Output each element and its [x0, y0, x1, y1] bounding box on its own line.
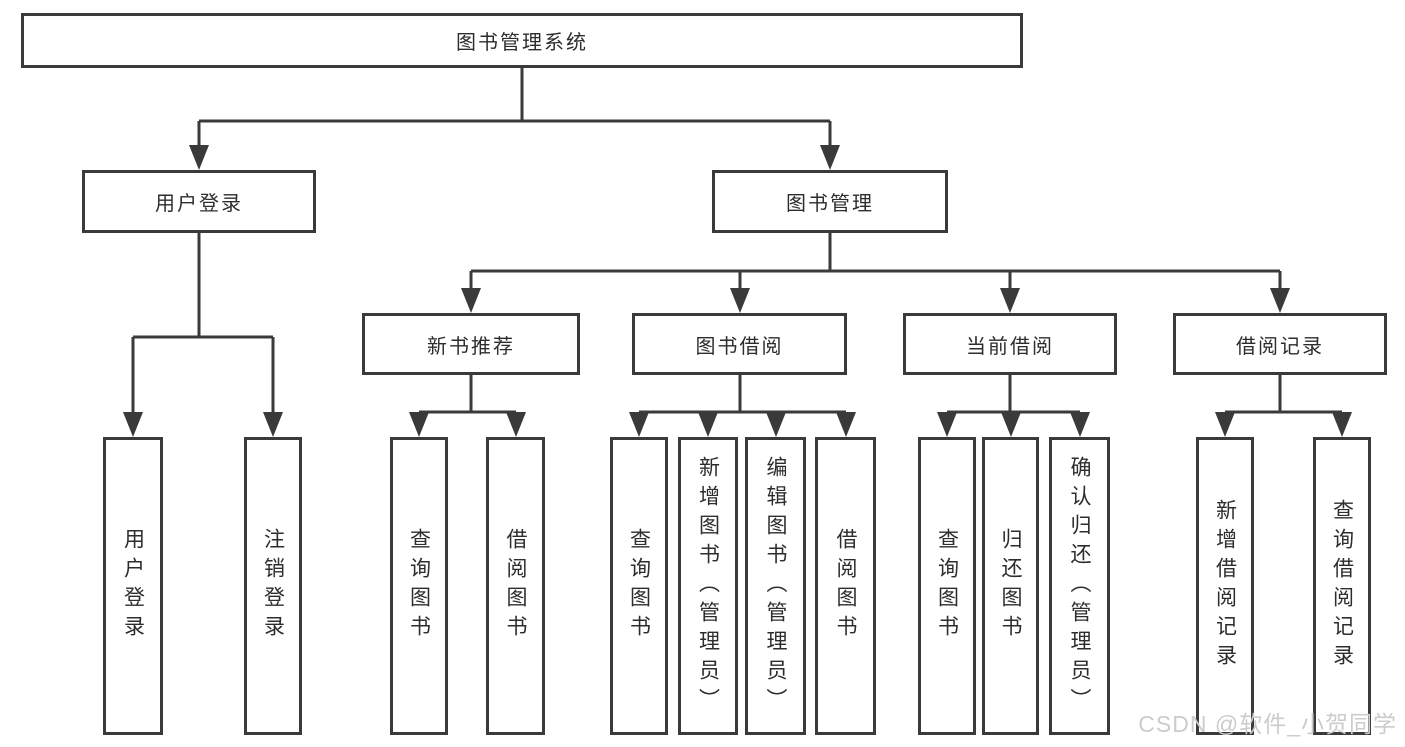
node-book-management: 图书管理: [712, 170, 948, 233]
node-leaf-logout: 注销登录: [244, 437, 302, 735]
connector-paths: [131, 68, 1344, 418]
node-leaf-user-login: 用户登录: [103, 437, 163, 735]
node-leaf-add-borrow-record: 新增借阅记录: [1196, 437, 1254, 735]
csdn-watermark: CSDN @软件_小贺同学: [1138, 711, 1397, 737]
node-leaf-user-login-label: 用户登录: [121, 528, 145, 644]
node-leaf-query-book-borrow: 查询图书: [610, 437, 668, 735]
node-leaf-logout-label: 注销登录: [261, 528, 285, 644]
node-user-login: 用户登录: [82, 170, 316, 233]
node-leaf-add-book-admin: 新增图书（管理员）: [678, 437, 738, 735]
node-leaf-query-book-current: 查询图书: [918, 437, 976, 735]
node-leaf-return-book-label: 归还图书: [999, 528, 1022, 644]
node-leaf-edit-book-admin: 编辑图书（管理员）: [745, 437, 806, 735]
node-leaf-confirm-return-admin: 确认归还（管理员）: [1049, 437, 1110, 735]
arrowheads: [123, 145, 1352, 437]
node-root-label: 图书管理系统: [456, 32, 588, 54]
node-current-borrowing: 当前借阅: [903, 313, 1117, 375]
node-leaf-borrow-book-borrow-label: 借阅图书: [834, 528, 857, 644]
node-leaf-borrow-book-borrow: 借阅图书: [815, 437, 876, 735]
node-new-book-recommend-label: 新书推荐: [427, 335, 515, 358]
node-borrowing-records-label: 借阅记录: [1236, 335, 1324, 358]
node-leaf-return-book: 归还图书: [982, 437, 1039, 735]
node-book-borrowing: 图书借阅: [632, 313, 847, 375]
node-leaf-query-book-current-label: 查询图书: [935, 528, 959, 644]
node-book-management-label: 图书管理: [786, 193, 874, 215]
node-new-book-recommend: 新书推荐: [362, 313, 580, 375]
node-leaf-query-borrow-record: 查询借阅记录: [1313, 437, 1371, 735]
node-leaf-query-borrow-record-label: 查询借阅记录: [1330, 499, 1354, 673]
node-book-borrowing-label: 图书借阅: [695, 335, 784, 358]
node-leaf-borrow-book-newrec: 借阅图书: [486, 437, 545, 735]
node-leaf-query-book-newrec: 查询图书: [390, 437, 448, 735]
node-leaf-edit-book-admin-label: 编辑图书（管理员）: [764, 455, 787, 717]
node-leaf-add-book-admin-label: 新增图书（管理员）: [696, 455, 720, 717]
node-leaf-borrow-book-newrec-label: 借阅图书: [504, 528, 527, 644]
node-current-borrowing-label: 当前借阅: [966, 335, 1054, 358]
node-user-login-label: 用户登录: [155, 193, 243, 215]
node-leaf-add-borrow-record-label: 新增借阅记录: [1213, 499, 1237, 673]
node-root: 图书管理系统: [21, 13, 1023, 68]
node-leaf-query-book-borrow-label: 查询图书: [627, 528, 651, 644]
node-leaf-confirm-return-admin-label: 确认归还（管理员）: [1068, 455, 1091, 717]
node-leaf-query-book-newrec-label: 查询图书: [407, 528, 431, 644]
node-borrowing-records: 借阅记录: [1173, 313, 1387, 375]
